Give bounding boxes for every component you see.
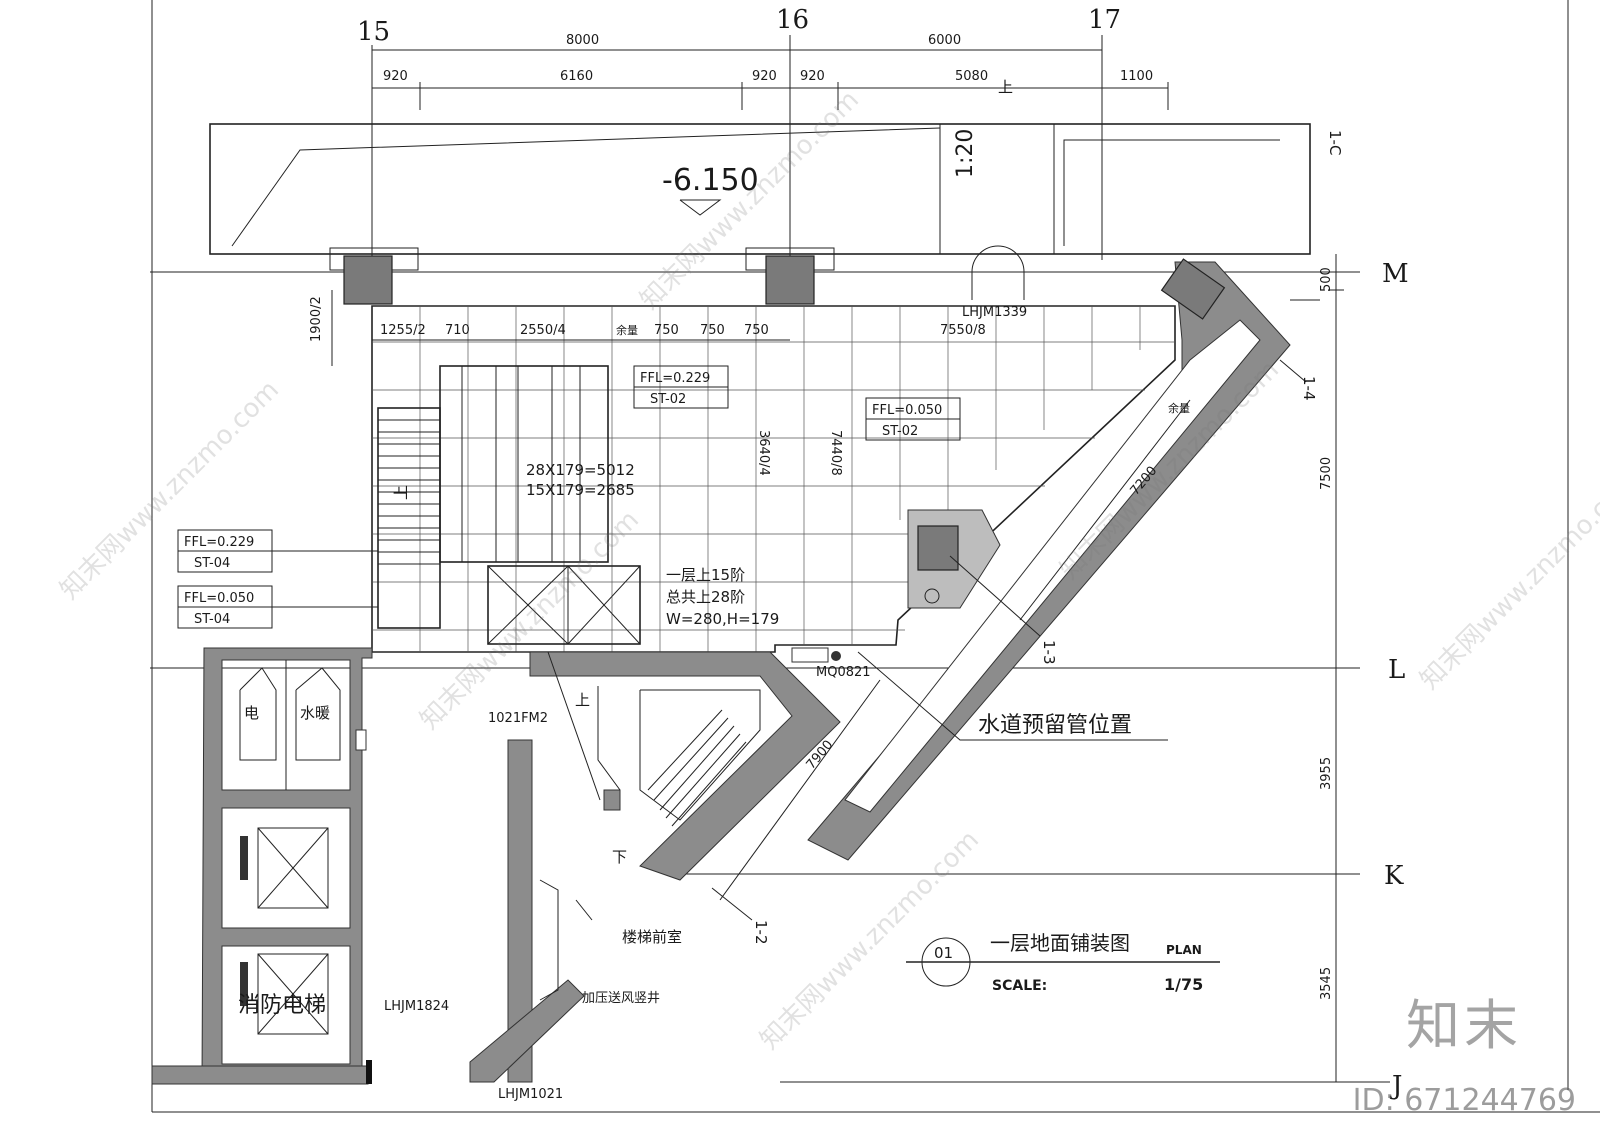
dim-1100: 1100 (1120, 69, 1153, 84)
section-1-2: 1-2 (752, 920, 770, 945)
material-tags: FFL=0.229 ST-02 FFL=0.050 ST-02 FFL=0.22… (177, 365, 961, 629)
door-lhjm1021: LHJM1021 (498, 1087, 563, 1102)
dim-3640-4: 3640/4 (756, 430, 771, 476)
top-dimensions: 8000 6000 920 6160 920 920 5080 1100 (372, 33, 1169, 110)
door-lhjm1824: LHJM1824 (384, 999, 449, 1014)
door-labels: LHJM1339 1021FM2 LHJM1824 LHJM1021 MQ082… (384, 305, 1027, 1102)
axis-L: L (1388, 655, 1405, 685)
image-id: ID: 671244769 (1352, 1083, 1576, 1118)
section-1-4: 1-4 (1300, 376, 1318, 401)
section-1-c: 1-C (1326, 130, 1344, 155)
dim-750-c: 750 (744, 323, 769, 338)
axis-16: 16 (776, 5, 809, 35)
inner-dimensions: 1900/2 1255/2 710 2550/4 余量 750 750 750 … (309, 290, 1190, 476)
tag4-st: ST-04 (194, 612, 230, 627)
stair-note-2: 15X179=2685 (526, 481, 635, 499)
tag3-ffl: FFL=0.229 (184, 535, 254, 550)
stair-note-4: 总共上28阶 (666, 588, 745, 606)
tag3-st: ST-04 (194, 556, 230, 571)
drawing-scale-value: 1/75 (1164, 975, 1203, 994)
dim-7550-8: 7550/8 (940, 323, 986, 338)
dim-750-a: 750 (654, 323, 679, 338)
scale-1-20: 1:20 (953, 129, 978, 178)
room-shaft: 加压送风竖井 (582, 991, 660, 1006)
yuliang-2: 余量 (1168, 401, 1190, 415)
pipe-note: 水道预留管位置 (857, 651, 1168, 741)
level-minus-6150: -6.150 (662, 163, 759, 198)
door-mq0821: MQ0821 (816, 665, 871, 680)
core-walls: 电 水暖 消防电梯 (151, 647, 373, 1085)
section-1-3: 1-3 (1040, 640, 1058, 665)
tag1-ffl: FFL=0.229 (640, 371, 710, 386)
stair-up-2: 上 (575, 691, 590, 709)
lower-stair: 上 下 楼梯前室 加压送风竖井 (469, 647, 841, 1083)
room-lobby: 楼梯前室 (622, 928, 682, 946)
tag4-ffl: FFL=0.050 (184, 591, 254, 606)
dim-920-c: 920 (800, 69, 825, 84)
section-markers: 1-C 1-4 1-3 1-2 (711, 130, 1344, 945)
title-block: 01 一层地面铺装图 PLAN SCALE: 1/75 (906, 931, 1220, 994)
axis-K: K (1384, 861, 1404, 891)
axis-15: 15 (357, 17, 390, 47)
dim-3955: 3955 (1319, 757, 1334, 790)
upper-band: -6.150 1:20 上 (209, 78, 1311, 255)
room-elec: 电 (244, 704, 259, 722)
stair-block: 28X179=5012 15X179=2685 一层上15阶 总共上28阶 W=… (377, 365, 779, 645)
axis-17: 17 (1088, 5, 1121, 35)
columns (329, 247, 835, 305)
door-lhjm1339: LHJM1339 (962, 305, 1027, 320)
dim-6000: 6000 (928, 33, 961, 48)
dim-7440-8: 7440/8 (828, 430, 843, 476)
right-dimensions: 500 7500 3955 3545 (1319, 254, 1344, 1082)
tag2-ffl: FFL=0.050 (872, 403, 942, 418)
pipe-note-text: 水道预留管位置 (978, 713, 1132, 738)
dim-710: 710 (445, 323, 470, 338)
drawing-title: 一层地面铺装图 (990, 931, 1130, 955)
dim-1900-2: 1900/2 (309, 296, 324, 342)
stair-down: 下 (612, 848, 627, 866)
dim-1255-2: 1255/2 (380, 323, 426, 338)
dim-750-b: 750 (700, 323, 725, 338)
yuliang-1: 余量 (616, 323, 638, 337)
axis-labels: 15 16 17 M L K J (357, 5, 1409, 1101)
dim-5080: 5080 (955, 69, 988, 84)
dim-3545: 3545 (1319, 967, 1334, 1000)
level-up-mark: 上 (998, 78, 1013, 96)
stair-note-1: 28X179=5012 (526, 461, 635, 479)
drawing-scale-label: SCALE: (992, 978, 1047, 994)
stair-note-5: W=280,H=179 (666, 610, 779, 628)
axis-J: J (1389, 1071, 1402, 1101)
dim-8000: 8000 (566, 33, 599, 48)
tag1-st: ST-02 (650, 392, 686, 407)
dim-500: 500 (1319, 267, 1334, 292)
dim-6160: 6160 (560, 69, 593, 84)
brand-logo: 知末 (1406, 994, 1522, 1057)
room-water: 水暖 (300, 704, 330, 722)
room-fire-lift: 消防电梯 (238, 993, 326, 1018)
drawing-plan-label: PLAN (1166, 943, 1202, 957)
stair-note-3: 一层上15阶 (666, 566, 745, 584)
door-1021fm2: 1021FM2 (488, 711, 548, 726)
axis-M: M (1382, 259, 1409, 289)
dim-2550-4: 2550/4 (520, 323, 566, 338)
dim-920-b: 920 (752, 69, 777, 84)
dim-920-a: 920 (383, 69, 408, 84)
tag2-st: ST-02 (882, 424, 918, 439)
drawing-number: 01 (934, 944, 953, 962)
dim-7500: 7500 (1319, 457, 1334, 490)
stair-up-1: 上 (392, 485, 410, 500)
